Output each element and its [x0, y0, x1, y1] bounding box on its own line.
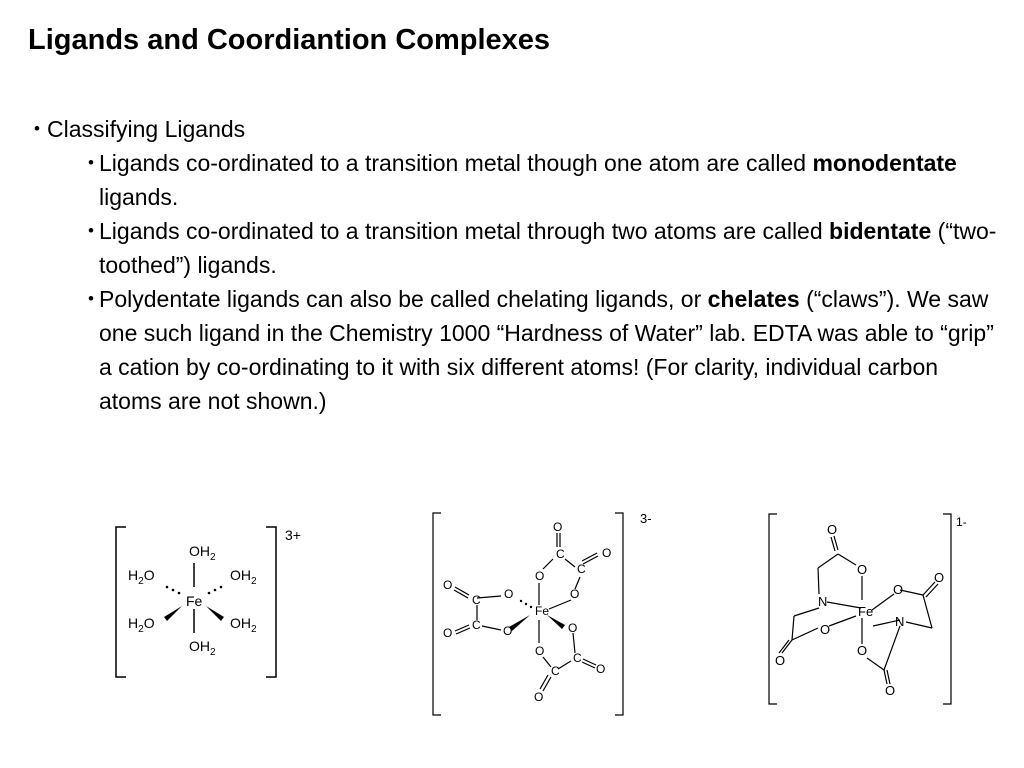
iron-edta-structure: 1- Fe O O N O O O N O O O	[768, 513, 967, 705]
bullet-text: (“claws”). We saw one such ligand in the…	[99, 286, 994, 414]
ligand-label: H2O	[128, 567, 155, 587]
oxygen-label: O	[503, 624, 512, 638]
metal-label: Fe	[535, 604, 549, 618]
oxygen-label: O	[596, 662, 605, 676]
bold-term: bidentate	[829, 218, 932, 244]
section-heading: Classifying Ligands	[47, 116, 246, 142]
nitrogen-label: N	[818, 594, 827, 609]
carbon-label: C	[472, 593, 481, 607]
bullet-classifying: • Classifying Ligands	[34, 112, 1004, 146]
slide-body: • Classifying Ligands • Ligands co-ordin…	[34, 112, 1004, 418]
ligand-label: OH2	[230, 615, 257, 635]
nitrogen-label: N	[895, 614, 904, 629]
oxygen-label: O	[568, 621, 577, 635]
bullet-monodentate: • Ligands co-ordinated to a transition m…	[88, 146, 1004, 214]
carbon-label: C	[551, 664, 560, 678]
oxygen-label: O	[535, 644, 544, 658]
charge-label: 3+	[285, 527, 301, 543]
carbon-label: C	[573, 651, 582, 665]
oxygen-label: O	[534, 690, 543, 704]
charge-label: 1-	[956, 515, 967, 529]
bullet-dot: •	[88, 289, 94, 308]
oxygen-label: O	[570, 587, 579, 601]
oxygen-label: O	[893, 582, 903, 597]
ligand-label: OH2	[189, 638, 216, 658]
oxygen-label: O	[857, 643, 867, 658]
trisoxalato-iron-structure: 3- Fe O C O O C O O C O O C O O O C C O …	[432, 511, 652, 716]
carbon-label: C	[577, 562, 586, 576]
bullet-bidentate: • Ligands co-ordinated to a transition m…	[88, 214, 1004, 282]
bullet-text: (“two-toothed”) ligands.	[99, 218, 997, 278]
ligand-label: H2O	[128, 615, 155, 635]
carbon-label: C	[556, 547, 565, 561]
bullet-dot: •	[88, 221, 94, 240]
bullet-text: Ligands co-ordinated to a transition met…	[99, 218, 830, 244]
slide-title: Ligands and Coordiantion Complexes	[28, 24, 551, 56]
oxygen-label: O	[504, 587, 513, 601]
bullet-text: Polydentate ligands can also be called c…	[99, 286, 708, 312]
oxygen-label: O	[934, 570, 944, 585]
ligand-label: OH2	[189, 543, 216, 563]
bullet-dot: •	[34, 119, 40, 138]
metal-label: Fe	[186, 593, 203, 609]
hexaaqua-iron-structure: 3+ Fe OH2 H2O OH2 H2O OH2 OH2	[115, 526, 301, 678]
oxygen-label: O	[443, 626, 452, 640]
oxygen-label: O	[443, 578, 452, 592]
charge-label: 3-	[640, 511, 652, 526]
metal-label: Fe	[858, 604, 873, 619]
bullet-dot: •	[88, 153, 94, 172]
bold-term: chelates	[707, 286, 800, 312]
carbon-label: C	[472, 618, 481, 632]
ligand-label: OH2	[230, 567, 257, 587]
oxygen-label: O	[775, 653, 785, 668]
bullet-chelates: • Polydentate ligands can also be called…	[88, 282, 1004, 418]
bullet-text: Ligands co-ordinated to a transition met…	[99, 150, 813, 176]
oxygen-label: O	[553, 520, 562, 534]
oxygen-label: O	[885, 683, 895, 698]
bold-term: monodentate	[812, 150, 957, 176]
oxygen-label: O	[820, 622, 830, 637]
bullet-text: ligands.	[99, 184, 179, 210]
oxygen-label: O	[827, 522, 837, 537]
oxygen-label: O	[535, 569, 544, 583]
oxygen-label: O	[857, 562, 867, 577]
oxygen-label: O	[602, 546, 611, 560]
